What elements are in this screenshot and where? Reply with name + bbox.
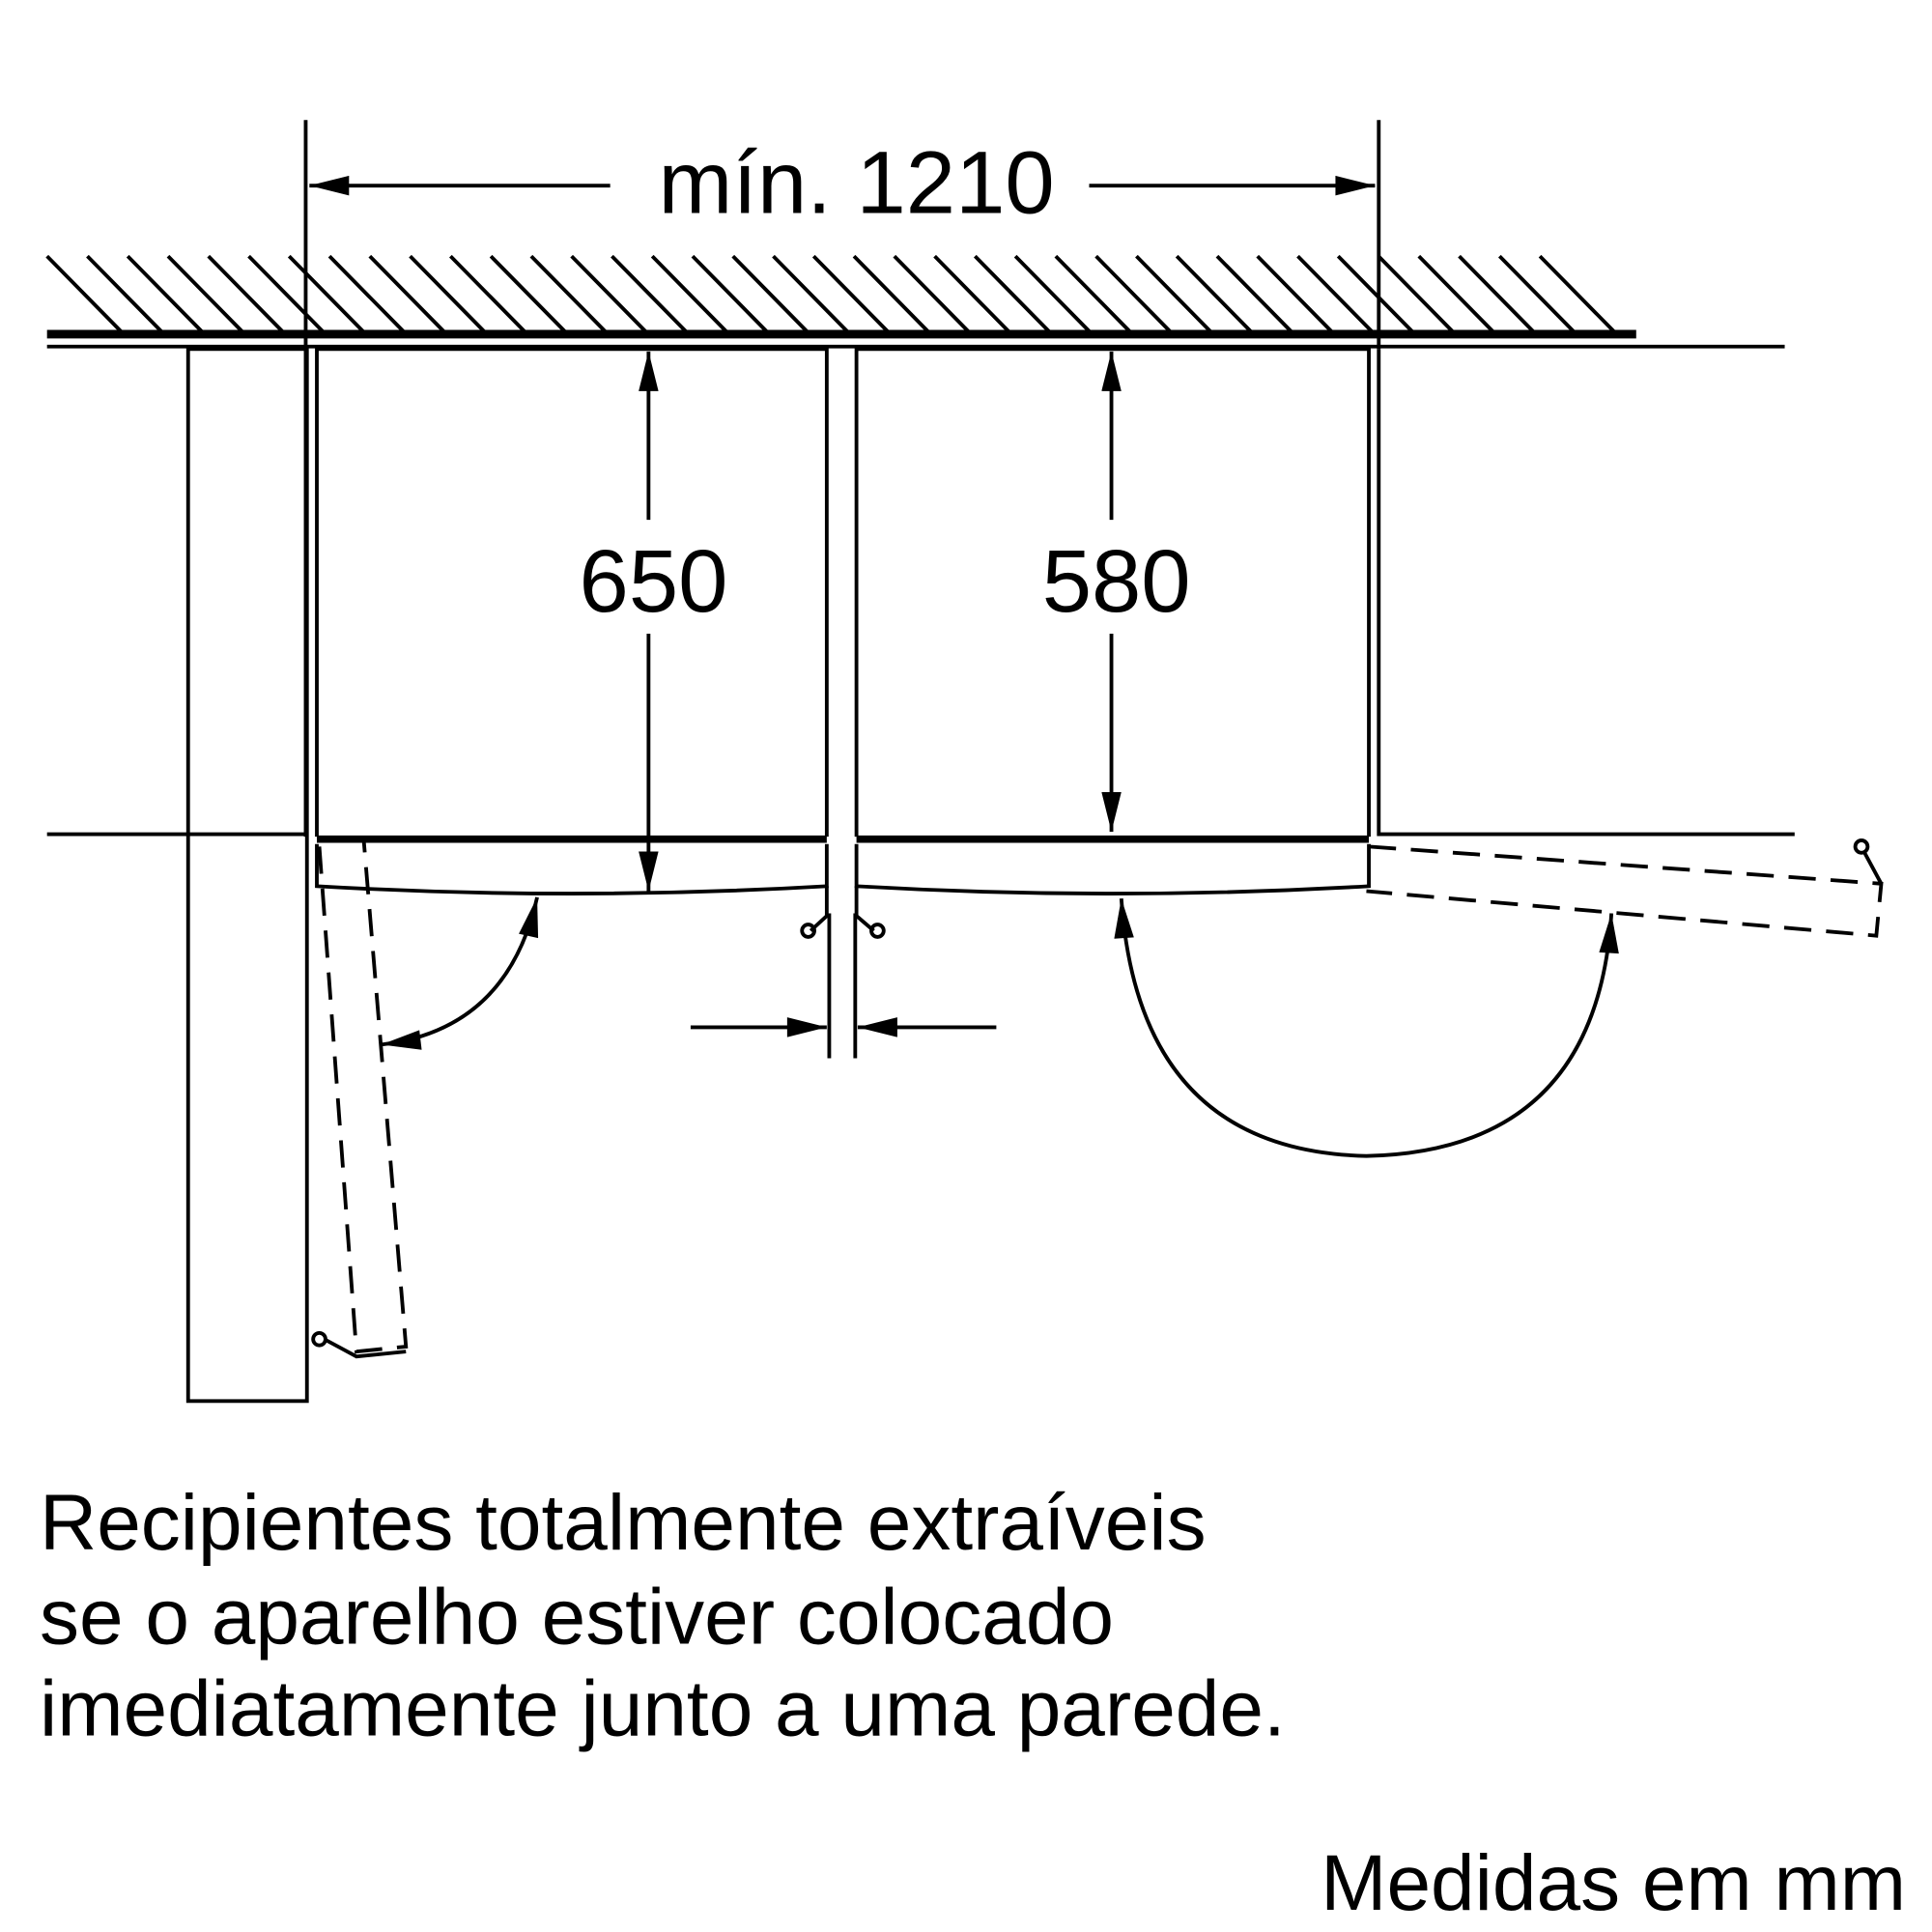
hatch-line bbox=[1054, 254, 1132, 333]
hatch-line bbox=[247, 254, 325, 333]
hatch-line bbox=[1458, 254, 1535, 333]
right-door-open bbox=[1366, 844, 1884, 938]
hatch-line bbox=[852, 254, 930, 333]
hatch-line bbox=[933, 254, 1010, 333]
hatch-line bbox=[811, 254, 890, 333]
hatch-line bbox=[327, 254, 406, 333]
caption-line-3: imediatamente junto a uma parede. bbox=[40, 1664, 1286, 1752]
hatch-line bbox=[448, 254, 526, 333]
hatch-line bbox=[611, 254, 688, 333]
hatch-line bbox=[1296, 254, 1374, 333]
right-door-swing-arrow bbox=[1114, 898, 1619, 1158]
left-door-swing-arrow bbox=[381, 896, 539, 1050]
hatch-line bbox=[1175, 254, 1253, 333]
left-door-handle bbox=[323, 1337, 407, 1359]
hatch-line bbox=[1094, 254, 1172, 333]
hatch-line bbox=[126, 254, 204, 333]
left-tall-cabinet bbox=[185, 347, 309, 1404]
hatch-line bbox=[772, 254, 849, 333]
hatch-line bbox=[166, 254, 244, 333]
hatch-line bbox=[1417, 254, 1495, 333]
units-note: Medidas em mm bbox=[1321, 1839, 1906, 1927]
depth-label-right: 580 bbox=[1042, 530, 1191, 631]
hatch-line bbox=[570, 254, 647, 333]
hatch-line bbox=[1497, 254, 1576, 333]
hatch-line bbox=[1215, 254, 1293, 333]
hatch-line bbox=[650, 254, 728, 333]
hatch-line bbox=[1135, 254, 1212, 333]
hatch-line bbox=[1538, 254, 1616, 333]
hatch-line bbox=[731, 254, 809, 333]
hatch-line bbox=[691, 254, 769, 333]
hatch-line bbox=[529, 254, 608, 333]
left-door-open bbox=[317, 841, 409, 1354]
hatch-line bbox=[409, 254, 486, 333]
gap-dimension bbox=[690, 913, 997, 1059]
right-niche-line bbox=[1377, 349, 1795, 837]
hatch-line bbox=[368, 254, 446, 333]
caption-line-2: se o aparelho estiver colocado bbox=[40, 1573, 1114, 1661]
wall-hatching bbox=[45, 254, 1616, 333]
hatch-line bbox=[45, 254, 123, 333]
caption-line-1: Recipientes totalmente extraíveis bbox=[40, 1479, 1207, 1567]
depth-label-left: 650 bbox=[580, 530, 728, 631]
hatch-line bbox=[1377, 254, 1455, 333]
hatch-line bbox=[207, 254, 285, 333]
right-door-handle bbox=[1861, 850, 1884, 885]
hatch-line bbox=[893, 254, 971, 333]
hatch-line bbox=[1256, 254, 1333, 333]
width-dimension-label: mín. 1210 bbox=[659, 131, 1055, 232]
left-appliance bbox=[315, 347, 829, 939]
hatch-line bbox=[86, 254, 163, 333]
hatch-line bbox=[1013, 254, 1092, 333]
hatch-line bbox=[1336, 254, 1414, 333]
right-appliance bbox=[854, 347, 1371, 939]
hatch-line bbox=[489, 254, 567, 333]
hatch-line bbox=[973, 254, 1051, 333]
hatch-line bbox=[287, 254, 365, 333]
